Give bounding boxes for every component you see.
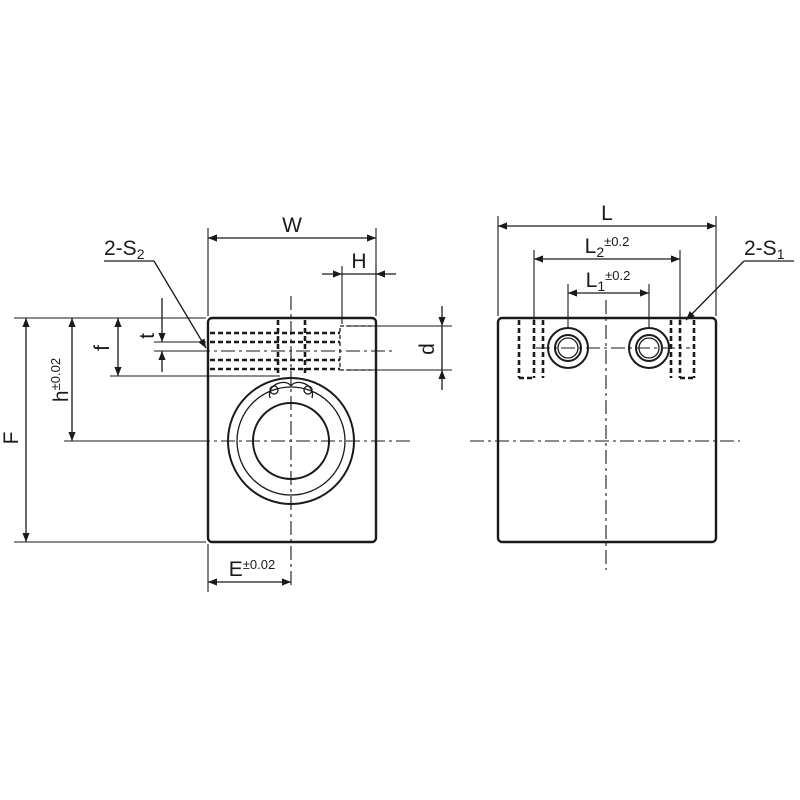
label-l1-sub: 1 [597, 278, 605, 294]
dim-f-upper: F [0, 317, 206, 543]
label-s2-prefix: 2-S [104, 237, 137, 260]
label-l1-tol: ±0.2 [605, 268, 630, 283]
label-s2: 2-S2 [104, 237, 145, 262]
front-view-body [206, 316, 378, 544]
label-l2: L [585, 235, 597, 258]
s1-hidden-holes [517, 320, 696, 380]
label-f: f [91, 345, 114, 351]
label-w: W [282, 214, 302, 237]
label-s1: 2-S1 [744, 237, 785, 262]
dim-h-lower: h±0.02 [48, 317, 206, 442]
label-e: E [229, 558, 243, 581]
dim-l1: L1±0.2 [567, 268, 650, 328]
callout-s1: 2-S1 [685, 237, 794, 321]
callout-s2: 2-S2 [104, 237, 207, 349]
label-s1-prefix: 2-S [744, 237, 777, 260]
label-d: d [416, 343, 439, 355]
dim-l2: L2±0.2 [533, 234, 681, 320]
label-e-tol: ±0.02 [243, 557, 275, 572]
label-h-upper: H [351, 250, 366, 273]
side-view [470, 300, 740, 570]
label-l2-sub: 2 [596, 244, 604, 260]
label-f-upper: F [0, 432, 23, 445]
dim-t: t [136, 298, 206, 372]
label-h-tolerance: h±0.02 [48, 358, 73, 402]
label-h-tol: ±0.02 [48, 358, 63, 390]
label-l1-tolerance: L1±0.2 [586, 268, 631, 294]
dim-d: d [346, 306, 452, 390]
label-e-tolerance: E±0.02 [229, 557, 275, 581]
label-s1-sub: 1 [777, 246, 785, 262]
dim-e: E±0.02 [207, 544, 291, 592]
front-view [196, 296, 414, 588]
label-t: t [136, 333, 159, 339]
label-h-lower: h [50, 390, 73, 402]
dim-h: H [322, 250, 396, 324]
label-l2-tol: ±0.2 [604, 234, 629, 249]
dim-l: L [497, 202, 717, 316]
side-view-body [496, 316, 718, 544]
label-l1: L [586, 269, 598, 292]
label-s2-sub: 2 [137, 246, 145, 262]
label-l2-tolerance: L2±0.2 [585, 234, 630, 260]
label-l: L [601, 202, 613, 225]
